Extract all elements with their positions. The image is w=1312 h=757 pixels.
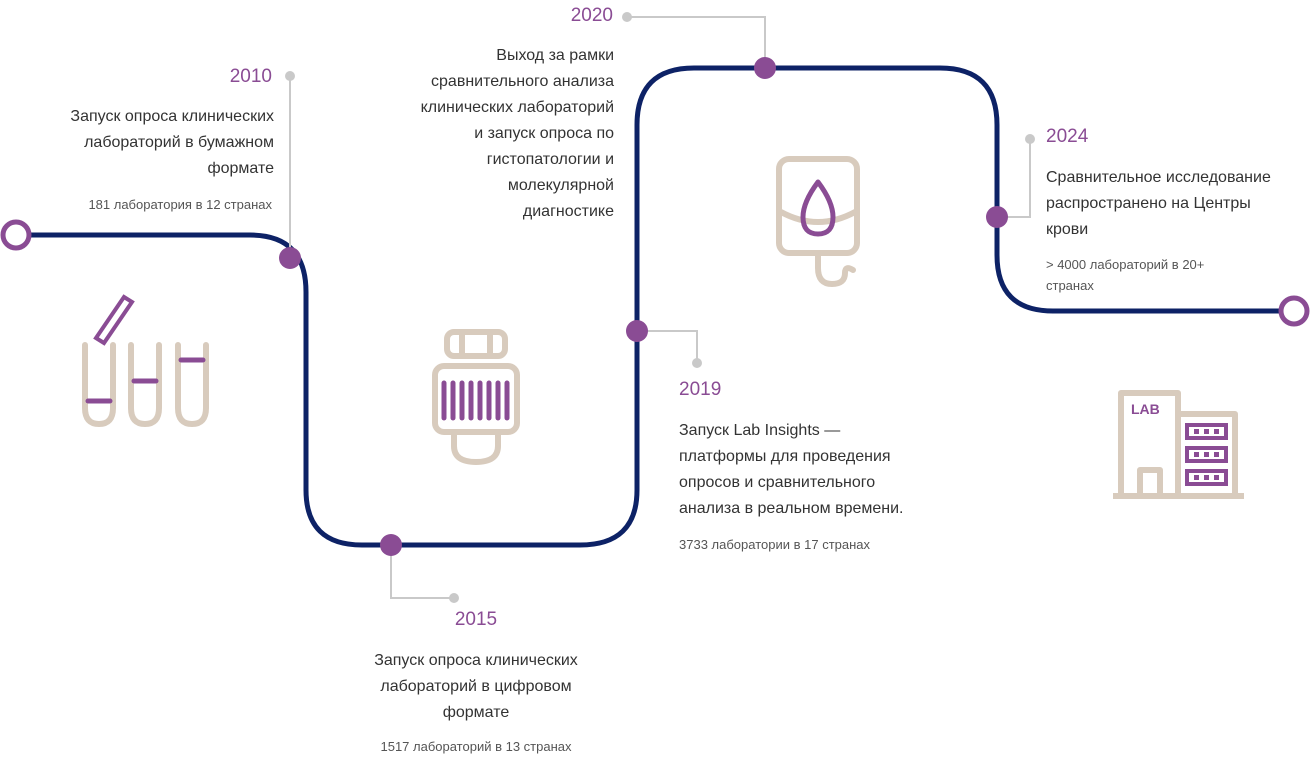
description-line: формате: [207, 160, 274, 177]
milestone-dot-2019: [626, 320, 648, 342]
lab-building-icon: LAB: [1113, 390, 1244, 499]
description-line: лабораторий в бумажном: [84, 134, 274, 151]
stat-line: странах: [1046, 278, 1094, 293]
stat-2019: 3733 лаборатории в 17 странах: [679, 537, 871, 552]
description-line: диагностике: [522, 203, 614, 220]
connector-dot-2020: [622, 12, 632, 22]
description-2010: Запуск опроса клинических лабораторий в …: [20, 104, 274, 182]
description-line: Сравнительное исследование: [1046, 169, 1271, 186]
description-line: крови: [1046, 221, 1089, 238]
year-2024: 2024: [1046, 126, 1089, 147]
description-line: Запуск опроса клинических: [374, 652, 578, 669]
description-2019: Запуск Lab Insights — платформы для пров…: [679, 418, 969, 522]
description-line: платформы для проведения: [679, 448, 891, 465]
description-line: Выход за рамки: [496, 47, 614, 64]
stat-2024: > 4000 лабораторий в 20+ странах: [1046, 254, 1308, 296]
description-line: лабораторий в цифровом: [380, 678, 572, 695]
stat-line: > 4000 лабораторий в 20+: [1046, 257, 1205, 272]
description-line: гистопатологии и: [486, 151, 614, 168]
test-tubes-icon: [82, 294, 209, 428]
year-2015: 2015: [454, 609, 498, 630]
description-2024: Сравнительное исследование распространен…: [1046, 165, 1308, 243]
description-line: Запуск Lab Insights —: [679, 422, 841, 439]
timeline-start-ring: [0, 219, 32, 251]
timeline-path: [16, 65, 1294, 548]
connector-2015: [390, 545, 454, 599]
description-2015: Запуск опроса клинических лабораторий в …: [326, 648, 626, 726]
milestone-dot-2015: [380, 534, 402, 556]
barcode-vial-icon: [432, 329, 520, 465]
description-line: и запуск опроса по: [474, 125, 614, 142]
year-2019: 2019: [679, 379, 722, 400]
lab-sign: LAB: [1131, 401, 1160, 417]
milestone-dot-2024: [986, 206, 1008, 228]
stat-2015: 1517 лабораторий в 13 странах: [380, 739, 572, 754]
year-2020: 2020: [570, 5, 613, 26]
description-line: формате: [442, 704, 510, 721]
connector-2020: [627, 16, 766, 68]
connector-dot-2015: [449, 593, 459, 603]
description-2020: Выход за рамки сравнительного анализа кл…: [364, 43, 614, 225]
connector-2024: [997, 139, 1031, 218]
description-line: распространено на Центры: [1046, 195, 1251, 212]
description-line: опросов и сравнительного: [679, 474, 876, 491]
timeline-end-ring: [1278, 295, 1310, 327]
description-line: клинических лабораторий: [420, 99, 614, 116]
description-line: Запуск опроса клинических: [70, 108, 274, 125]
description-line: сравнительного анализа: [431, 73, 614, 90]
blood-bag-icon: [776, 156, 860, 287]
milestone-dot-2020: [754, 57, 776, 79]
connector-dot-2024: [1025, 134, 1035, 144]
description-line: анализа в реальном времени.: [679, 500, 904, 517]
description-line: молекулярной: [507, 177, 614, 194]
stat-2010: 181 лаборатория в 12 странах: [88, 197, 272, 212]
year-2010: 2010: [229, 66, 272, 87]
milestone-dot-2010: [279, 247, 301, 269]
connector-dot-2010: [285, 71, 295, 81]
connector-2019: [637, 330, 698, 363]
connector-dot-2019: [692, 358, 702, 368]
